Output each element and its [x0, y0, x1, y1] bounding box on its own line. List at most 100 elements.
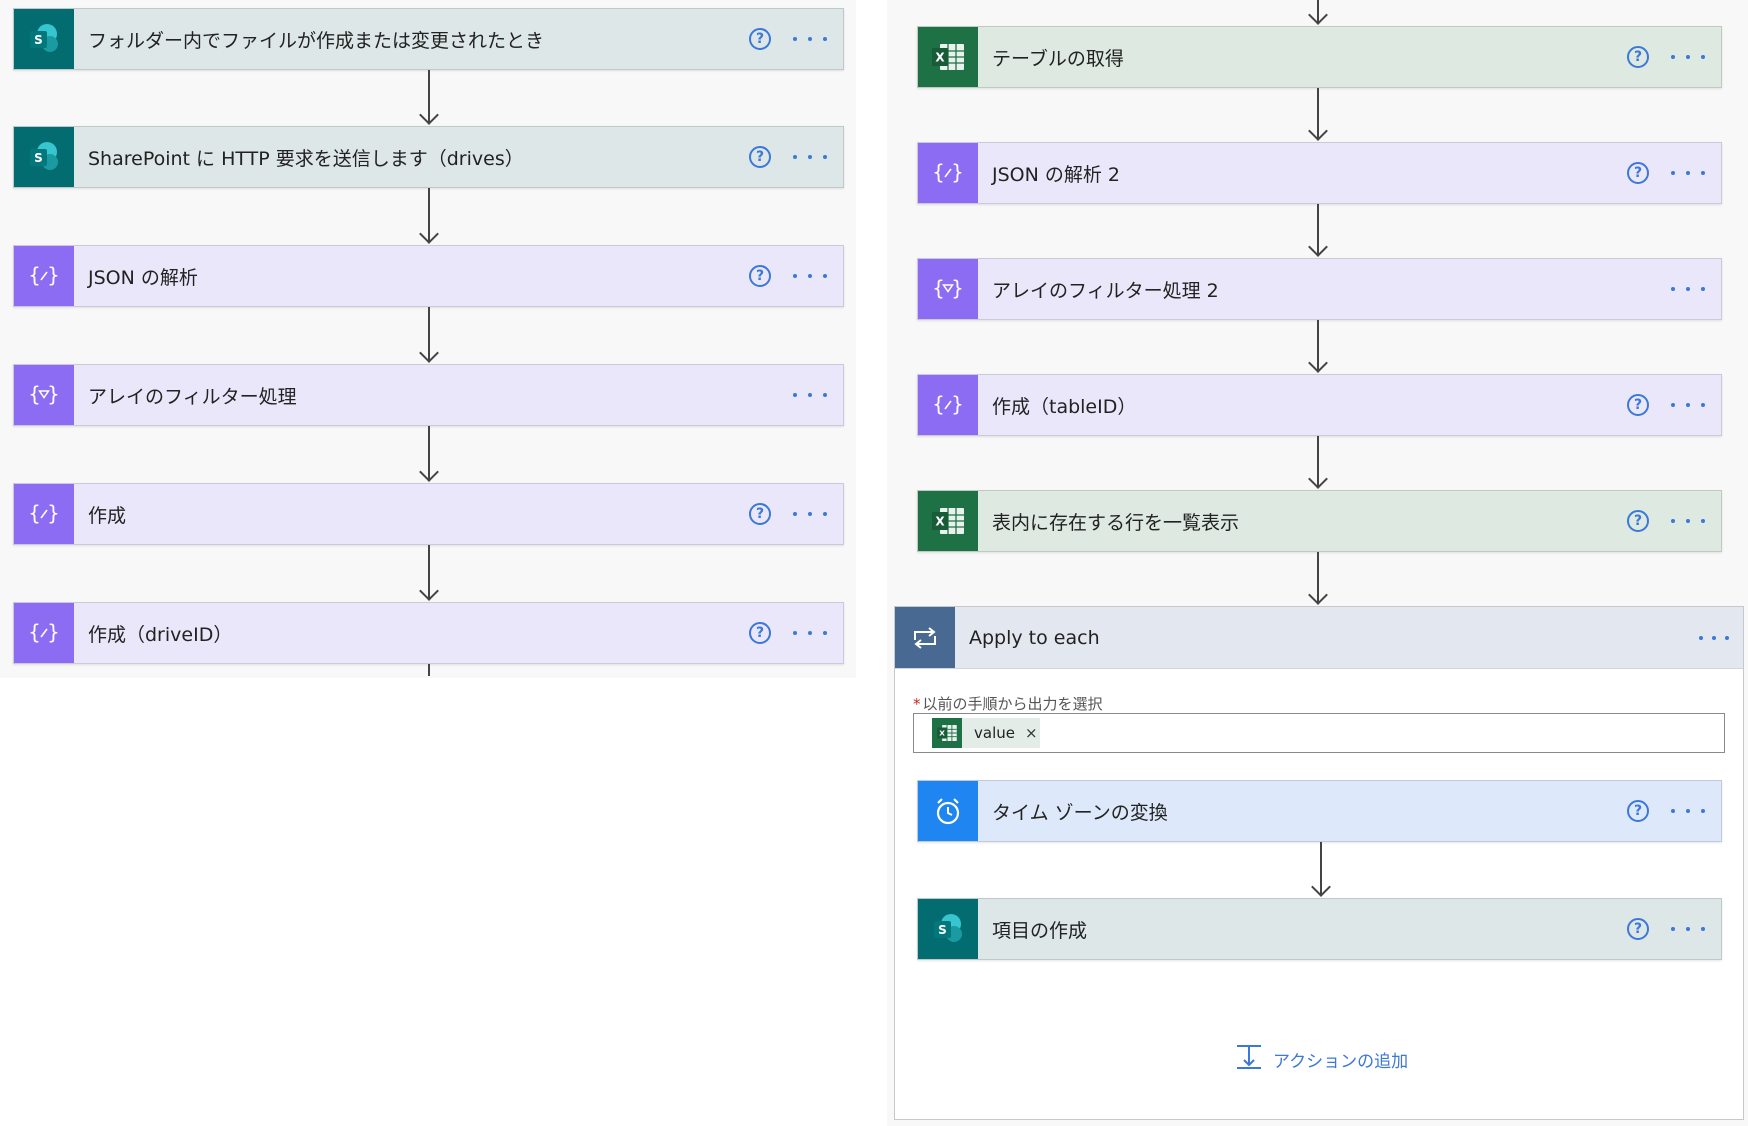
loop-icon [895, 607, 955, 668]
flow-arrow [1317, 204, 1319, 256]
help-icon[interactable]: ? [749, 28, 771, 50]
add-action-button[interactable]: アクションの追加 [1235, 1043, 1408, 1076]
filter-array-icon: { } [14, 365, 74, 425]
token-label: value [974, 724, 1015, 742]
action-title: 項目の作成 [992, 919, 1088, 942]
apply-to-each-container: Apply to each *以前の手順から出力を選択 X value × タイ… [894, 606, 1744, 1120]
action-card-create-item[interactable]: S 項目の作成 ? [917, 898, 1722, 960]
flow-arrow [1317, 0, 1319, 24]
flow-arrow [428, 664, 430, 676]
action-card-compose-drive[interactable]: { } 作成（driveID） ? [13, 602, 844, 664]
action-title: アレイのフィルター処理 [88, 385, 297, 408]
more-options-icon[interactable] [1671, 510, 1705, 532]
more-options-icon[interactable] [793, 146, 827, 168]
token-remove-icon[interactable]: × [1024, 724, 1038, 742]
help-icon[interactable]: ? [1627, 510, 1649, 532]
action-card-list-rows[interactable]: X 表内に存在する行を一覧表示 ? [917, 490, 1722, 552]
more-options-icon[interactable] [1671, 394, 1705, 416]
required-mark: * [913, 695, 921, 713]
excel-icon: X [918, 491, 978, 551]
action-title: フォルダー内でファイルが作成または変更されたとき [88, 29, 545, 52]
flow-arrow [428, 70, 430, 124]
help-icon[interactable]: ? [749, 146, 771, 168]
more-options-icon[interactable] [1671, 800, 1705, 822]
svg-text:{ }: { } [932, 276, 964, 300]
action-title: 表内に存在する行を一覧表示 [992, 511, 1240, 534]
excel-icon: X [932, 718, 962, 748]
more-options-icon[interactable] [793, 384, 827, 406]
apply-to-each-header[interactable]: Apply to each [895, 607, 1743, 669]
flow-arrow [1317, 88, 1319, 140]
action-card-http[interactable]: S SharePoint に HTTP 要求を送信します（drives） ? [13, 126, 844, 188]
flow-arrow [1317, 552, 1319, 604]
action-card-compose[interactable]: { } 作成 ? [13, 483, 844, 545]
more-options-icon[interactable] [793, 503, 827, 525]
action-card-filter2[interactable]: { } アレイのフィルター処理 2 [917, 258, 1722, 320]
flow-arrow [428, 545, 430, 600]
select-output-label: *以前の手順から出力を選択 [913, 693, 1103, 714]
sharepoint-icon: S [918, 899, 978, 959]
more-options-icon[interactable] [793, 265, 827, 287]
action-card-trigger[interactable]: S フォルダー内でファイルが作成または変更されたとき ? [13, 8, 844, 70]
more-options-icon[interactable] [1671, 46, 1705, 68]
action-title: タイム ゾーンの変換 [992, 801, 1168, 824]
flow-arrow [1320, 842, 1322, 896]
action-card-get-tables[interactable]: X テーブルの取得 ? [917, 26, 1722, 88]
help-icon[interactable]: ? [1627, 46, 1649, 68]
svg-text:X: X [935, 51, 945, 65]
help-icon[interactable]: ? [1627, 800, 1649, 822]
action-title: JSON の解析 [88, 266, 198, 289]
help-icon[interactable]: ? [749, 265, 771, 287]
flow-arrow [1317, 320, 1319, 372]
action-title: 作成（tableID） [992, 395, 1137, 418]
more-options-icon[interactable] [1699, 628, 1729, 648]
action-title: アレイのフィルター処理 2 [992, 279, 1219, 302]
more-options-icon[interactable] [793, 622, 827, 644]
flow-arrow [428, 188, 430, 243]
action-card-convert-timezone[interactable]: タイム ゾーンの変換 ? [917, 780, 1722, 842]
sharepoint-icon: S [14, 127, 74, 187]
compose-icon: { } [14, 603, 74, 663]
help-icon[interactable]: ? [749, 622, 771, 644]
svg-text:X: X [939, 729, 945, 738]
flow-arrow [428, 426, 430, 481]
select-output-input[interactable]: X value × [913, 713, 1725, 753]
filter-array-icon: { } [918, 259, 978, 319]
more-options-icon[interactable] [1671, 162, 1705, 184]
svg-text:S: S [34, 33, 43, 47]
flow-arrow [1317, 436, 1319, 488]
action-card-parse[interactable]: { } JSON の解析 ? [13, 245, 844, 307]
help-icon[interactable]: ? [1627, 394, 1649, 416]
svg-text:{ }: { } [28, 382, 60, 406]
sharepoint-icon: S [14, 9, 74, 69]
help-icon[interactable]: ? [1627, 918, 1649, 940]
alarm-clock-icon [918, 781, 978, 841]
flow-arrow [428, 307, 430, 362]
excel-icon: X [918, 27, 978, 87]
compose-icon: { } [14, 484, 74, 544]
parse-json-icon: { } [14, 246, 74, 306]
action-title: SharePoint に HTTP 要求を送信します（drives） [88, 147, 524, 170]
action-card-compose-table[interactable]: { } 作成（tableID） ? [917, 374, 1722, 436]
svg-text:X: X [935, 515, 945, 529]
help-icon[interactable]: ? [1627, 162, 1649, 184]
select-output-label-text: 以前の手順から出力を選択 [922, 695, 1103, 713]
add-action-icon [1235, 1043, 1263, 1076]
action-title: 作成 [88, 504, 127, 527]
more-options-icon[interactable] [1671, 918, 1705, 940]
add-action-label: アクションの追加 [1273, 1052, 1409, 1072]
apply-to-each-title: Apply to each [969, 626, 1100, 649]
more-options-icon[interactable] [793, 28, 827, 50]
action-title: テーブルの取得 [992, 47, 1124, 70]
action-title: JSON の解析 2 [992, 163, 1120, 186]
compose-icon: { } [918, 375, 978, 435]
dynamic-content-token[interactable]: X value × [932, 718, 1040, 748]
parse-json-icon: { } [918, 143, 978, 203]
more-options-icon[interactable] [1671, 278, 1705, 300]
action-title: 作成（driveID） [88, 623, 233, 646]
svg-text:S: S [938, 923, 947, 937]
action-card-parse2[interactable]: { } JSON の解析 2 ? [917, 142, 1722, 204]
help-icon[interactable]: ? [749, 503, 771, 525]
svg-text:S: S [34, 151, 43, 165]
action-card-filter[interactable]: { } アレイのフィルター処理 [13, 364, 844, 426]
